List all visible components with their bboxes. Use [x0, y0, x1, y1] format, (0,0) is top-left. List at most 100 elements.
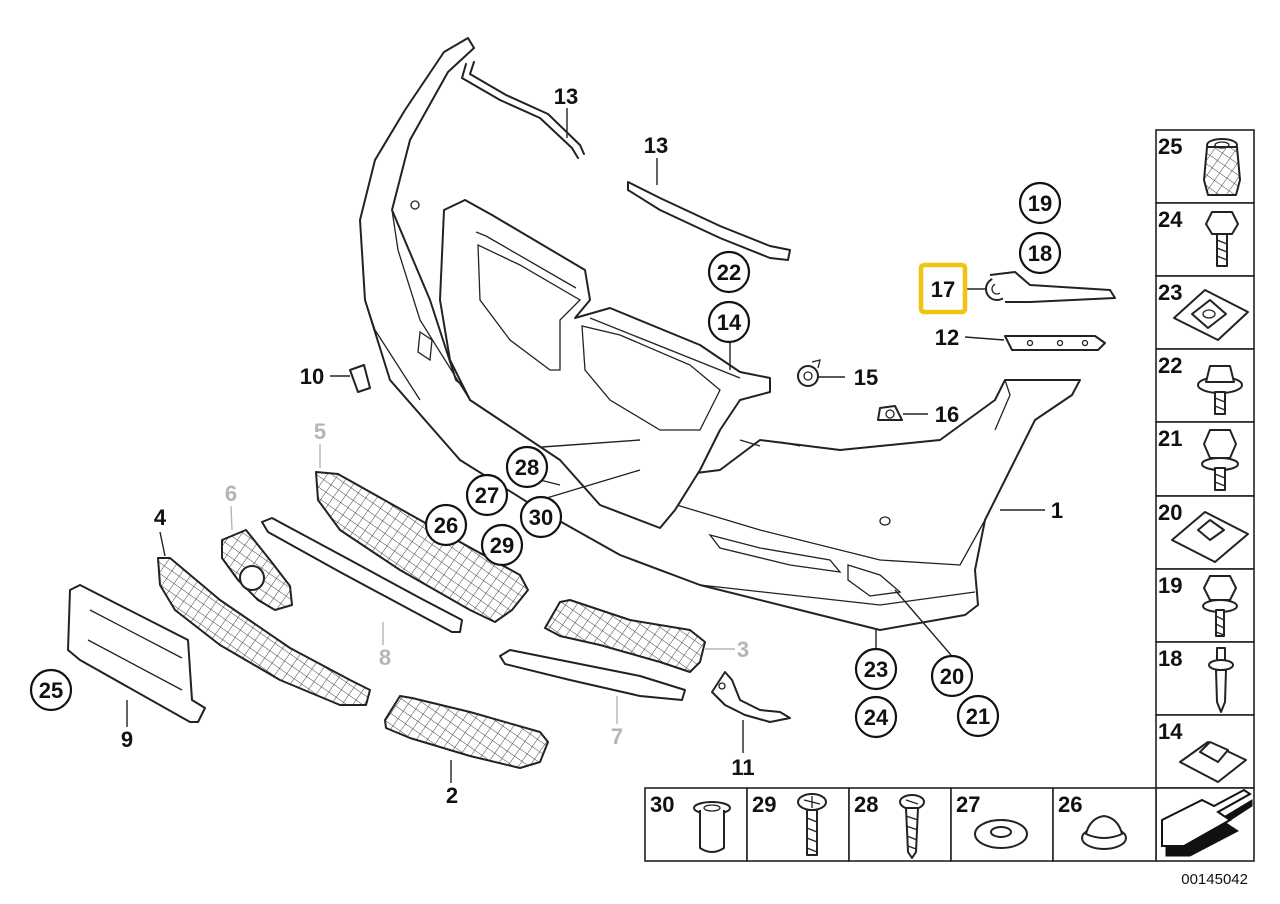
grille-carrier: [439, 199, 771, 529]
legend-bottom: 30 29 28 27 26: [644, 787, 1157, 862]
trim-strip-13-right: [627, 181, 791, 261]
label-13-left: 13: [554, 84, 578, 109]
label-2: 2: [446, 783, 458, 808]
legend-28: 28: [854, 792, 878, 817]
plate-bracket-9: [67, 584, 206, 723]
flange-bolt-icon: [1197, 365, 1243, 415]
label-14: 14: [717, 310, 742, 335]
fog-grille-6: [221, 529, 293, 611]
part-labels: 13 13 10 15 16 12 1 4 5 6 8 7 3 9 2 11: [121, 84, 1063, 808]
label-30: 30: [529, 505, 553, 530]
label-29: 29: [490, 533, 514, 558]
grille-2: [384, 695, 549, 769]
legend-25: 25: [1158, 134, 1182, 159]
label-4: 4: [154, 505, 167, 530]
label-25: 25: [39, 678, 63, 703]
highlighted-part-17[interactable]: 17: [918, 262, 968, 315]
trim-7: [499, 649, 686, 701]
legend-29: 29: [752, 792, 776, 817]
callout-29: 29: [480, 523, 524, 567]
label-9: 9: [121, 727, 133, 752]
label-10: 10: [300, 364, 324, 389]
hex-bolt-icon: [1201, 429, 1239, 491]
callout-26: 26: [424, 503, 468, 547]
callout-25-left: 25: [29, 668, 73, 712]
callout-14: 14: [707, 300, 751, 344]
legend-22: 22: [1158, 353, 1182, 378]
square-clip-icon: [1179, 741, 1247, 783]
label-12: 12: [935, 325, 959, 350]
collar-screw-icon: [1202, 575, 1238, 637]
grille-4: [157, 557, 371, 706]
legend-24: 24: [1158, 207, 1183, 232]
nut-clip-icon: [1173, 289, 1249, 341]
label-19: 19: [1028, 191, 1052, 216]
circled-labels: 19 18 22 14 28 27 30 26: [29, 181, 1062, 739]
grommet-icon: [1203, 138, 1241, 196]
label-22: 22: [717, 260, 741, 285]
callout-21: 21: [956, 694, 1000, 738]
label-23: 23: [864, 657, 888, 682]
sleeve-icon: [693, 801, 731, 853]
label-18: 18: [1028, 241, 1052, 266]
callout-22: 22: [707, 250, 751, 294]
legend-right: 25 24 23 22 21 20 19 18 14: [1155, 129, 1255, 862]
legend-20: 20: [1158, 500, 1182, 525]
label-26: 26: [434, 513, 458, 538]
diagram-id: 00145042: [1181, 871, 1248, 888]
legend-14: 14: [1158, 719, 1183, 744]
trim-8: [261, 517, 463, 633]
direction-arrow-icon: [1161, 788, 1253, 857]
callout-20: 20: [930, 654, 974, 698]
label-24: 24: [864, 705, 889, 730]
clip-16: [877, 405, 903, 421]
washer-icon: [974, 819, 1028, 849]
label-7: 7: [611, 724, 623, 749]
clip-15: [797, 359, 821, 387]
leader-lines: [126, 108, 1045, 783]
bracket-12: [1004, 335, 1106, 351]
label-21: 21: [966, 704, 990, 729]
bracket-17: [985, 271, 1116, 303]
callout-28: 28: [505, 445, 549, 489]
plug-cap-icon: [1081, 815, 1127, 850]
trim-strip-13-left: [461, 61, 585, 159]
legend-23: 23: [1158, 280, 1182, 305]
pan-screw-icon: [797, 793, 827, 856]
label-1: 1: [1051, 498, 1063, 523]
grille-5: [315, 471, 529, 623]
legend-26: 26: [1058, 792, 1082, 817]
label-15: 15: [854, 365, 878, 390]
legend-30: 30: [650, 792, 674, 817]
label-5: 5: [314, 419, 326, 444]
hex-screw-icon: [1205, 211, 1239, 267]
legend-19: 19: [1158, 573, 1182, 598]
label-6: 6: [225, 481, 237, 506]
label-3: 3: [737, 637, 749, 662]
label-20: 20: [940, 664, 964, 689]
label-27: 27: [475, 483, 499, 508]
expanding-rivet-icon: [1208, 647, 1234, 713]
cover-11: [711, 671, 791, 723]
label-28: 28: [515, 455, 539, 480]
callout-18: 18: [1018, 231, 1062, 275]
legend-18: 18: [1158, 646, 1182, 671]
legend-21: 21: [1158, 426, 1182, 451]
callout-19: 19: [1018, 181, 1062, 225]
callout-27: 27: [465, 473, 509, 517]
grille-3: [544, 599, 706, 673]
clip-10: [349, 364, 371, 393]
callout-23: 23: [854, 647, 898, 691]
label-16: 16: [935, 402, 959, 427]
callout-30: 30: [519, 495, 563, 539]
legend-27: 27: [956, 792, 980, 817]
label-8: 8: [379, 645, 391, 670]
callout-24: 24: [854, 695, 898, 739]
tapping-screw-icon: [899, 794, 925, 859]
label-17: 17: [931, 277, 955, 302]
spring-nut-icon: [1171, 511, 1249, 563]
label-11: 11: [731, 755, 754, 780]
label-13-right: 13: [644, 133, 668, 158]
